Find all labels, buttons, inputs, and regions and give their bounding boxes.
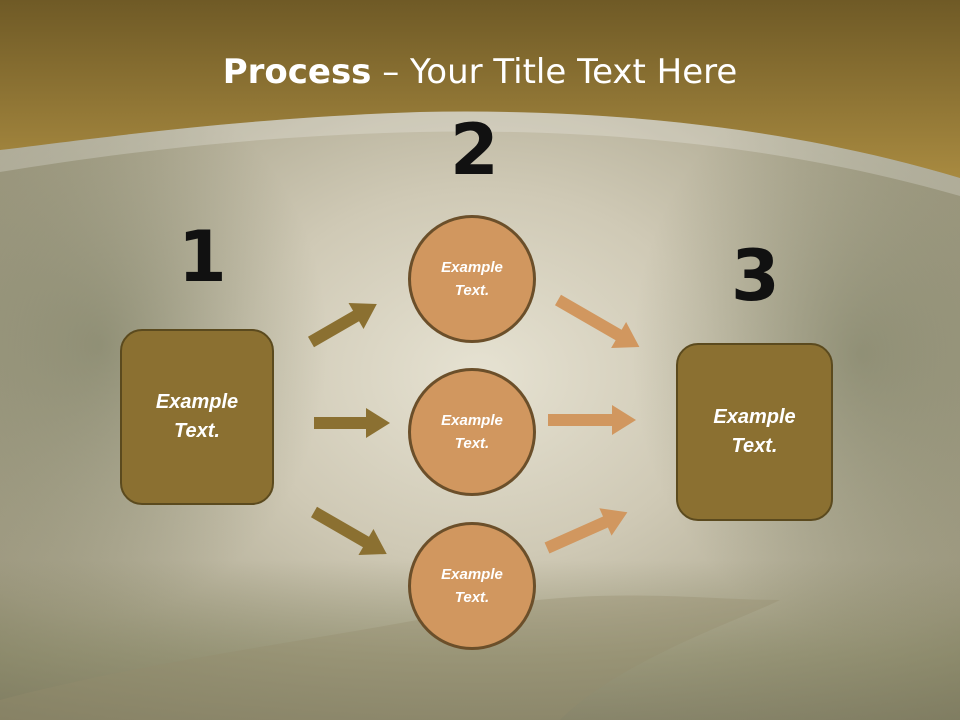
step-1-text-line1: Example <box>155 391 239 413</box>
arrow-right-up <box>544 508 628 554</box>
step-1-text-line2: Text. <box>174 420 220 442</box>
slide-title: Process – Your Title Text Here <box>0 52 960 92</box>
arrow-right-down <box>555 294 640 348</box>
arrow-left-up <box>308 303 377 348</box>
title-bold: Process <box>222 52 372 92</box>
circle-top-text-line1: Example <box>441 259 503 276</box>
step-3-text-line1: Example <box>713 406 796 428</box>
circle-top-text-line2: Text. <box>454 282 490 299</box>
circle-middle-text-line2: Text. <box>454 435 490 452</box>
circle-bottom-text-line1: Example <box>441 566 503 583</box>
arrow-left-middle <box>314 408 390 438</box>
circle-middle-text-line1: Example <box>441 412 503 429</box>
circle-middle: Example Text. <box>408 368 536 496</box>
step-3-text-line2: Text. <box>731 435 778 457</box>
arrow-left-down <box>311 506 387 555</box>
step-3-box: Example Text. <box>676 343 833 521</box>
circle-bottom: Example Text. <box>408 522 536 650</box>
step-number-3: 3 <box>731 235 780 317</box>
circle-top: Example Text. <box>408 215 536 343</box>
circle-bottom-text-line2: Text. <box>454 589 490 606</box>
arrow-right-middle <box>548 405 636 435</box>
header-band <box>0 0 960 196</box>
step-1-box: Example Text. <box>120 329 274 505</box>
title-rest: – Your Title Text Here <box>371 52 738 92</box>
step-number-2: 2 <box>450 109 499 191</box>
step-number-1: 1 <box>178 216 227 298</box>
